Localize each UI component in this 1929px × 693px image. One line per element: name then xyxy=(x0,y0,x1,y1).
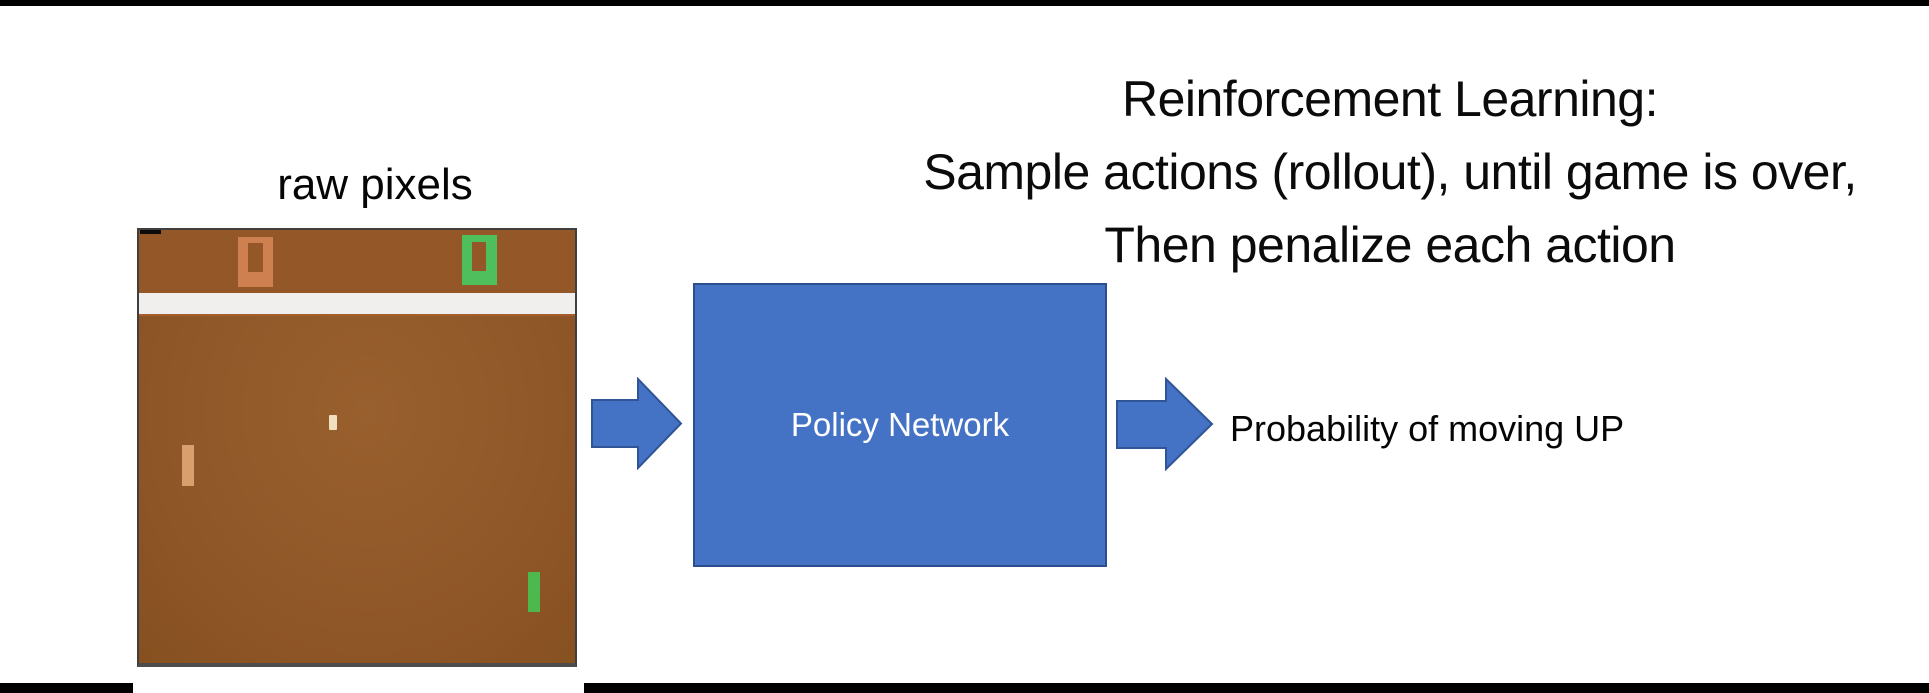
bottom-black-bar-right xyxy=(584,683,1929,693)
pong-ball xyxy=(329,415,337,430)
slide-title: Reinforcement Learning: Sample actions (… xyxy=(700,63,1929,282)
probability-label: Probability of moving UP xyxy=(1230,408,1625,449)
pong-paddle-right xyxy=(528,572,540,612)
pong-score-right-hole xyxy=(472,242,486,271)
raw-pixels-label: raw pixels xyxy=(277,160,473,209)
pong-score-left-hole xyxy=(248,243,263,272)
pong-corner-dash xyxy=(140,230,161,234)
title-line-1: Reinforcement Learning: xyxy=(1121,71,1659,127)
pong-score-right-zero xyxy=(462,235,497,285)
bottom-black-bar-left xyxy=(0,683,133,693)
input-arrow-right-icon xyxy=(591,377,683,470)
policy-network-box: Policy Network xyxy=(693,283,1107,567)
pong-score-left-zero xyxy=(238,237,273,287)
output-arrow-right-icon xyxy=(1116,377,1214,471)
title-line-3: Then penalize each action xyxy=(1104,217,1676,273)
pong-top-wall xyxy=(139,293,575,316)
policy-network-label: Policy Network xyxy=(790,406,1010,443)
title-line-2: Sample actions (rollout), until game is … xyxy=(923,144,1857,200)
pong-scoreboard xyxy=(139,230,575,293)
top-black-bar xyxy=(0,0,1929,6)
pong-paddle-left xyxy=(182,445,194,486)
pong-game-screenshot xyxy=(137,228,577,667)
